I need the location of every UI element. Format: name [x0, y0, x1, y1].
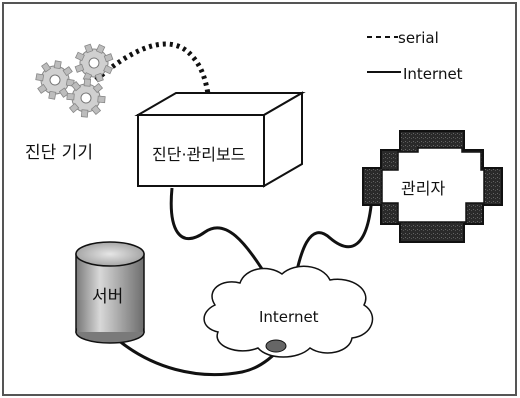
server-cylinder	[75, 241, 145, 344]
server-label: 서버	[92, 287, 123, 307]
connector-node	[265, 339, 287, 353]
board-box	[134, 91, 306, 188]
board-label: 진단·관리보드	[152, 145, 245, 164]
legend-internet-label: Internet	[403, 65, 463, 83]
manager-label: 관리자	[401, 179, 445, 198]
board-internet-cable	[169, 187, 272, 283]
gear-icon	[68, 37, 120, 89]
manager-box	[362, 130, 503, 243]
cloud-label: Internet	[259, 308, 319, 326]
manager-internet-cable	[291, 195, 374, 291]
devices-label: 진단 기기	[25, 143, 93, 163]
legend-serial-label: serial	[398, 29, 439, 47]
internet-cloud	[203, 265, 374, 358]
